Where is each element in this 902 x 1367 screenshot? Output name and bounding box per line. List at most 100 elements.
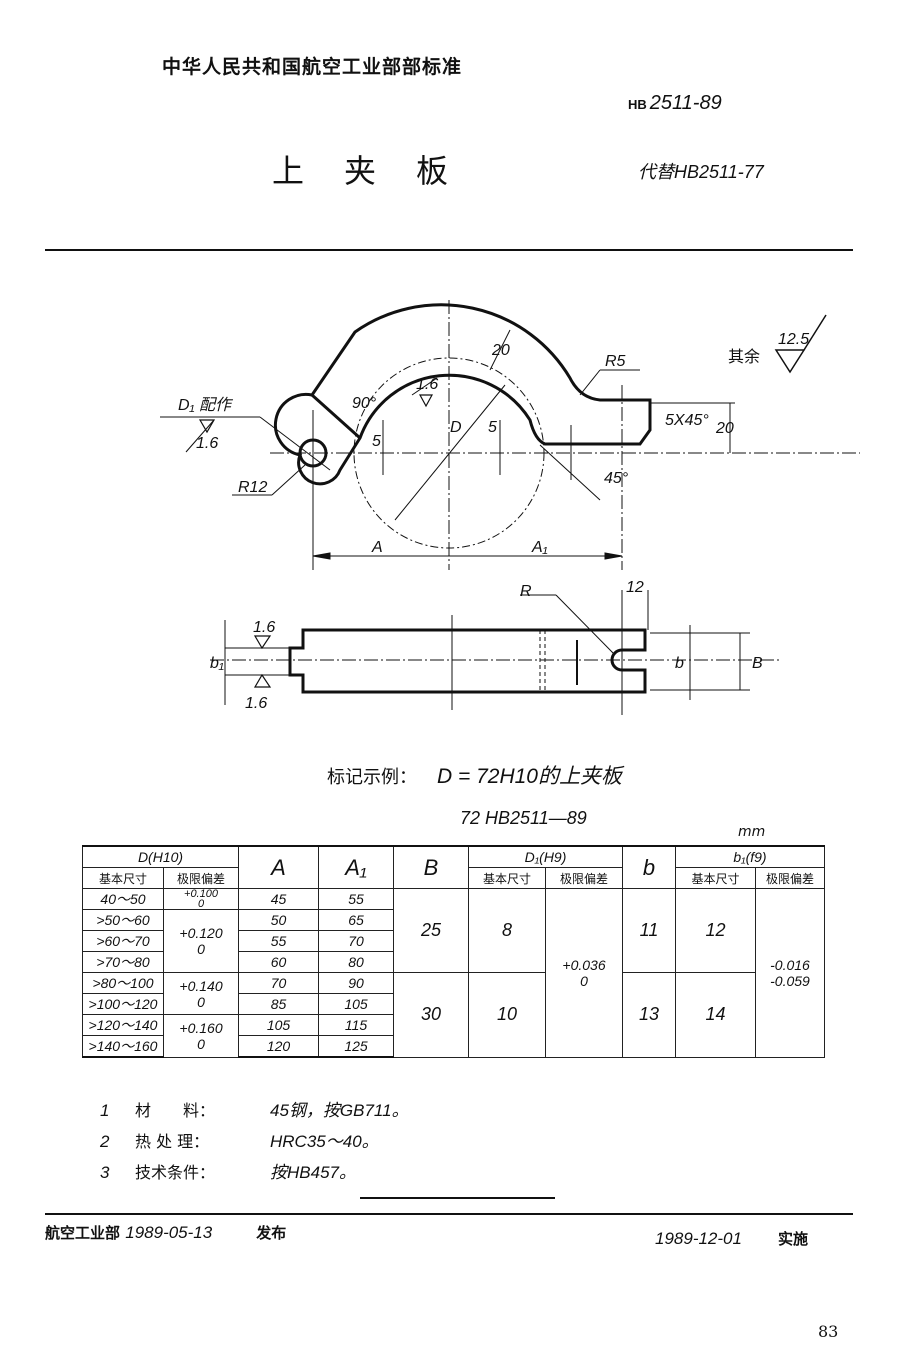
technical-drawing: D₁ 配作 1.6 R12 90° 1.6 20 D 5 5 R5 5X45° …	[160, 300, 860, 715]
header-d1-group: D₁(H9)	[468, 845, 623, 868]
header-d-basic: 基本尺寸	[82, 867, 164, 889]
cell-d: >50～60	[82, 909, 164, 931]
cell-a1: 90	[318, 972, 394, 994]
header-a1: A₁	[318, 845, 394, 889]
dim-12-label: 12	[626, 579, 644, 596]
cell-a: 55	[238, 930, 319, 952]
cell-a: 105	[238, 1014, 319, 1036]
dim-a1-label: A₁	[531, 539, 548, 556]
document-title: 上夹板	[272, 152, 489, 190]
other-roughness-label: 其余	[728, 347, 760, 366]
cell-d: >80～100	[82, 972, 164, 994]
d1-note: D₁ 配作	[178, 396, 234, 414]
effective-date: 1989-12-01	[655, 1229, 742, 1248]
cell-b: 11	[622, 888, 676, 973]
header-d-group: D(H10)	[82, 845, 239, 868]
header-b1-basic: 基本尺寸	[675, 867, 756, 889]
cell-d: >60～70	[82, 930, 164, 952]
angle-45-label: 45°	[604, 470, 629, 487]
marking-text: D = 72H10的上夹板	[437, 765, 622, 788]
header-d1-tol: 极限偏差	[545, 867, 623, 889]
cell-d1: 10	[468, 972, 546, 1058]
replaces-standard: 代替HB2511-77	[638, 162, 764, 182]
header-a: A	[238, 845, 319, 889]
cell-a1: 125	[318, 1035, 394, 1058]
cell-a: 120	[238, 1035, 319, 1058]
cell-d: >120～140	[82, 1014, 164, 1036]
chamfer-label: 5X45°	[665, 412, 709, 429]
standard-code: 2511-89	[649, 92, 722, 114]
diameter-label: D	[450, 419, 462, 436]
issue-label: 发布	[256, 1224, 287, 1242]
b1-label: b₁	[210, 655, 224, 672]
b-label: b	[675, 655, 684, 672]
issuer: 航空工业部	[45, 1224, 121, 1242]
header-b: b	[622, 845, 676, 889]
cell-b1-tol: -0.016-0.059	[755, 888, 825, 1058]
angle-90-label: 90°	[352, 395, 377, 412]
cell-d: 40～50	[82, 888, 164, 910]
cell-a: 85	[238, 993, 319, 1015]
marking-code: 72 HB2511—89	[460, 808, 587, 828]
unit-label: mm	[738, 824, 766, 840]
cell-a1: 105	[318, 993, 394, 1015]
cell-B: 25	[393, 888, 469, 973]
header-b1-group: b₁(f9)	[675, 845, 825, 868]
header-d-tol: 极限偏差	[163, 867, 239, 889]
cell-B: 30	[393, 972, 469, 1058]
issuing-organization: 中华人民共和国航空工业部部标准	[162, 56, 463, 78]
end-rule	[360, 1197, 555, 1199]
cell-a1: 115	[318, 1014, 394, 1036]
header-d1-basic: 基本尺寸	[468, 867, 546, 889]
width-20-label: 20	[491, 342, 510, 359]
height-20-label: 20	[715, 420, 734, 437]
d1-roughness: 1.6	[196, 435, 218, 452]
dimension-table: D(H10) A A₁ B D₁(H9) b b₁(f9) 基本尺寸 极限偏差 …	[82, 845, 825, 1058]
table-row: >70～80 60 80	[82, 951, 825, 973]
effective-info: 1989-12-01 实施	[655, 1228, 808, 1249]
dim-5-left: 5	[372, 433, 381, 450]
issue-info: 航空工业部 1989-05-13 发布	[45, 1222, 286, 1243]
header-divider	[45, 249, 853, 251]
r5-label: R5	[605, 353, 626, 370]
marking-label: 标记示例：	[327, 767, 417, 788]
cell-a1: 55	[318, 888, 394, 910]
header-B: B	[393, 845, 469, 889]
cell-a1: 80	[318, 951, 394, 973]
standard-prefix: HB	[628, 97, 647, 112]
cell-a: 45	[238, 888, 319, 910]
table-row: >100～120 85 105	[82, 993, 825, 1015]
issue-date: 1989-05-13	[125, 1223, 213, 1242]
outer-arc	[273, 303, 652, 486]
effective-label: 实施	[777, 1230, 808, 1248]
cell-a1: 70	[318, 930, 394, 952]
other-roughness-value: 12.5	[778, 331, 809, 348]
marking-example: 标记示例： D = 72H10的上夹板	[327, 760, 622, 790]
cell-a: 70	[238, 972, 319, 994]
cell-b1: 12	[675, 888, 756, 973]
footer-divider	[45, 1213, 853, 1215]
cell-d: >70～80	[82, 951, 164, 973]
B-label: B	[752, 655, 763, 672]
dim-a-label: A	[371, 539, 383, 556]
table-row: >140～160 120 125	[82, 1035, 825, 1058]
header-b1-tol: 极限偏差	[755, 867, 825, 889]
cell-b: 13	[622, 972, 676, 1058]
top-view-outline	[288, 628, 647, 694]
page-number: 83	[818, 1322, 839, 1341]
cell-a1: 65	[318, 909, 394, 931]
